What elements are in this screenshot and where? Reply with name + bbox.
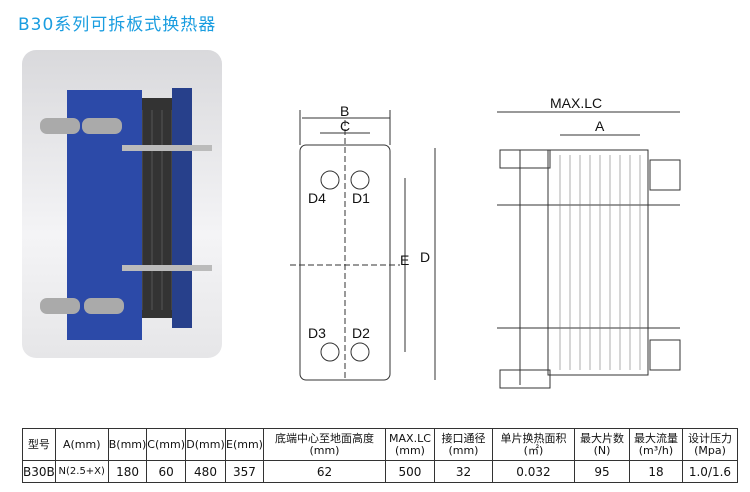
- label: (mm): [309, 443, 340, 457]
- dim-a: A: [595, 118, 605, 134]
- cell: 60: [146, 460, 186, 483]
- spec-table: 型号 A(mm) B(mm) C(mm) D(mm) E(mm) 底端中心至地面…: [22, 428, 738, 483]
- th: C(mm): [146, 428, 186, 461]
- th: 设计压力(Mpa): [681, 428, 738, 461]
- cell: 1.0/1.6: [681, 460, 738, 483]
- cell: B30B: [22, 460, 56, 483]
- port-d4: D4: [308, 190, 326, 206]
- cell: 480: [185, 460, 226, 483]
- product-photo: [22, 50, 222, 358]
- th: B(mm): [107, 428, 148, 461]
- label: 最大片数: [579, 431, 624, 445]
- label: D(mm): [186, 437, 225, 451]
- label: 最大流量: [633, 431, 678, 445]
- technical-drawings: B C D4 D1 D3 D2 E D MAX.LC A: [290, 95, 681, 389]
- label: (N): [593, 443, 611, 457]
- th: 型号: [22, 428, 56, 461]
- label: (m³/h): [638, 443, 674, 457]
- page-title: B30系列可拆板式换热器: [18, 15, 217, 35]
- label: 设计压力: [687, 431, 732, 445]
- label: A(mm): [62, 437, 101, 451]
- cell: 32: [433, 460, 493, 483]
- th: A(mm): [54, 428, 109, 461]
- th: 单片换热面积(㎡): [491, 428, 575, 461]
- label: (㎡): [523, 443, 544, 457]
- cell: 62: [262, 460, 386, 483]
- th: 接口通径(mm): [433, 428, 493, 461]
- th: D(mm): [185, 428, 226, 461]
- cell: 0.032: [491, 460, 575, 483]
- side-view-plates: [547, 149, 649, 376]
- th: 最大流量(m³/h): [628, 428, 683, 461]
- port-d1: D1: [352, 190, 370, 206]
- cell: 95: [573, 460, 630, 483]
- cell: 18: [628, 460, 683, 483]
- heat-exchanger-photo: [40, 88, 212, 340]
- label: 型号: [27, 437, 50, 451]
- label: B(mm): [108, 437, 147, 451]
- label: 底端中心至地面高度: [274, 431, 374, 445]
- dim-maxlc: MAX.LC: [550, 95, 602, 111]
- label: E(mm): [226, 437, 263, 451]
- dim-c: C: [340, 118, 350, 134]
- port-d3: D3: [308, 325, 326, 341]
- port-d2: D2: [352, 325, 370, 341]
- label: C(mm): [147, 437, 185, 451]
- cell: 357: [225, 460, 264, 483]
- label: 单片换热面积: [500, 431, 567, 445]
- dim-e: E: [400, 252, 409, 268]
- th: MAX.LC(mm): [384, 428, 435, 461]
- label: 接口通径: [441, 431, 486, 445]
- dim-d: D: [420, 249, 430, 265]
- front-view-outline: [299, 144, 391, 381]
- label: (Mpa): [694, 443, 726, 457]
- cell: N(2.5+X): [54, 460, 109, 483]
- label: (mm): [394, 443, 425, 457]
- cell: 500: [384, 460, 435, 483]
- label: (mm): [448, 443, 479, 457]
- th: E(mm): [225, 428, 264, 461]
- table-header-row: 型号 A(mm) B(mm) C(mm) D(mm) E(mm) 底端中心至地面…: [22, 428, 738, 461]
- th: 底端中心至地面高度(mm): [262, 428, 386, 461]
- th: 最大片数(N): [573, 428, 630, 461]
- label: MAX.LC: [389, 431, 431, 445]
- cell: 180: [107, 460, 148, 483]
- dim-b: B: [340, 103, 349, 119]
